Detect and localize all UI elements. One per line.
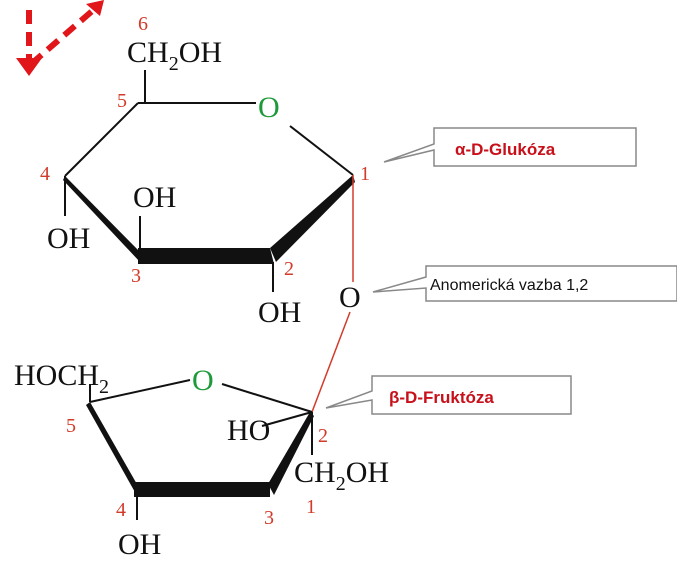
- glucose-ch2oh: CH2OH: [127, 36, 222, 75]
- glucose-c3-oh-top: OH: [133, 181, 176, 214]
- fructose-callout-label: β-D-Fruktóza: [389, 388, 494, 407]
- fructose-c3-number: 3: [264, 507, 274, 529]
- fructose-c2-number: 2: [318, 425, 328, 447]
- fructose-c5-number: 5: [66, 415, 76, 437]
- fructose-callout: β-D-Fruktóza: [325, 375, 572, 415]
- dashed-arrow-icon: [16, 0, 104, 76]
- fructose-ring-oxygen: O: [192, 364, 214, 397]
- glucose-ring: [63, 70, 355, 292]
- fructose-ch2oh: CH2OH: [294, 456, 389, 495]
- glucose-c3-number: 3: [131, 265, 141, 287]
- glucose-c4-oh: OH: [47, 222, 90, 255]
- bond-callout-label: Anomerická vazba 1,2: [430, 277, 588, 294]
- fructose-c4-oh: OH: [118, 528, 161, 561]
- fructose-c3-ho: HO: [227, 414, 270, 447]
- glucose-c2-oh: OH: [258, 296, 301, 329]
- glucose-c4-number: 4: [40, 163, 50, 185]
- glucose-ring-oxygen: O: [258, 91, 280, 124]
- glycosidic-oxygen: O: [339, 281, 361, 314]
- glucose-c1-number: 1: [360, 163, 370, 185]
- glucose-callout-label: α-D-Glukóza: [455, 140, 556, 159]
- fructose-hoch2: HOCH2: [14, 359, 109, 398]
- glucose-callout: α-D-Glukóza: [383, 127, 637, 167]
- fructose-ring: [86, 379, 314, 520]
- fructose-c4-number: 4: [116, 499, 126, 521]
- fructose-c1-number: 1: [306, 496, 316, 518]
- glucose-c2-number: 2: [284, 258, 294, 280]
- glucose-c6-number: 6: [138, 13, 148, 35]
- bond-callout: Anomerická vazba 1,2: [372, 265, 677, 302]
- glycosidic-bond-lower: [311, 311, 351, 413]
- glucose-c5-number: 5: [117, 90, 127, 112]
